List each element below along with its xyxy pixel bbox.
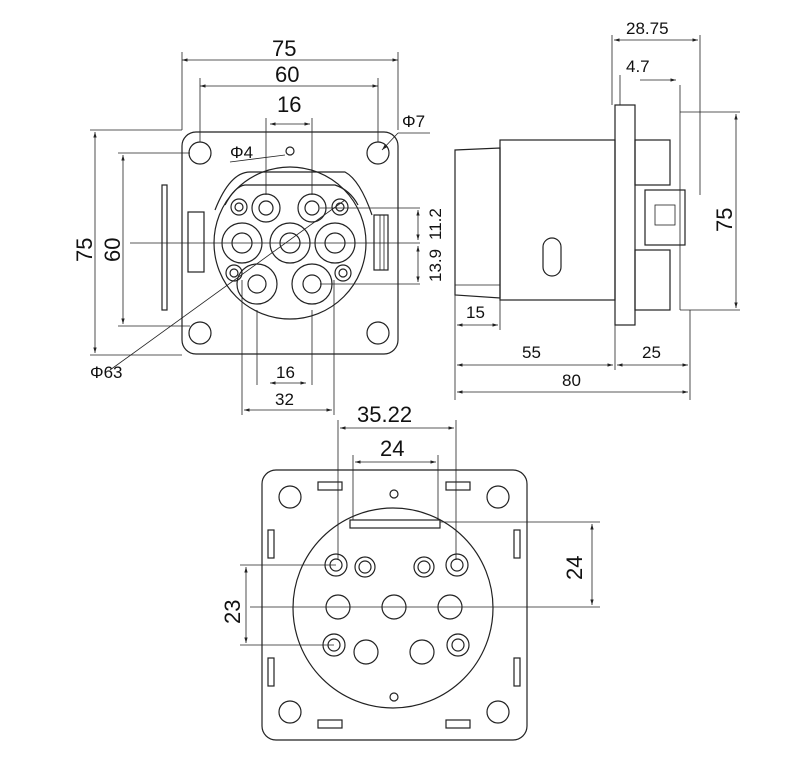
dim-cap-length: 15 — [466, 303, 485, 322]
dim-body-dia: Φ63 — [90, 363, 122, 382]
front-view: 75 60 16 Φ4 Φ7 75 60 11.2 13.9 Φ63 16 32 — [72, 36, 445, 415]
rear-view: 35.22 24 24 23 — [220, 402, 600, 741]
dim-hole-spacing-v: 60 — [100, 238, 125, 262]
dim-side-height: 75 — [712, 208, 737, 232]
dim-hole-spacing-h: 60 — [275, 62, 299, 87]
dim-height-overall: 75 — [72, 238, 97, 262]
dim-depth-rear: 28.75 — [626, 19, 669, 38]
dim-rear-height-left: 23 — [220, 600, 245, 624]
dim-rear-height-right: 24 — [562, 556, 587, 580]
dim-total-length: 80 — [562, 371, 581, 390]
dim-mount-hole-dia: Φ7 — [402, 112, 425, 131]
dim-pin-offset-lower: 13.9 — [426, 249, 445, 282]
dim-rear-width-top: 35.22 — [357, 402, 412, 427]
dim-small-hole-dia: Φ4 — [230, 143, 253, 162]
dim-rear-length: 25 — [642, 343, 661, 362]
dim-flange-thickness: 4.7 — [626, 57, 650, 76]
dim-pin-span-bottom: 32 — [275, 390, 294, 409]
dim-width-overall: 75 — [272, 36, 296, 61]
dim-pin-spacing-bottom: 16 — [276, 363, 295, 382]
side-view: 28.75 4.7 75 15 55 25 80 — [454, 19, 740, 400]
dim-pin-spacing-top: 16 — [277, 92, 301, 117]
dim-pin-offset-upper: 11.2 — [426, 208, 445, 240]
dim-rear-width-inner: 24 — [380, 436, 404, 461]
dim-front-length: 55 — [522, 343, 541, 362]
